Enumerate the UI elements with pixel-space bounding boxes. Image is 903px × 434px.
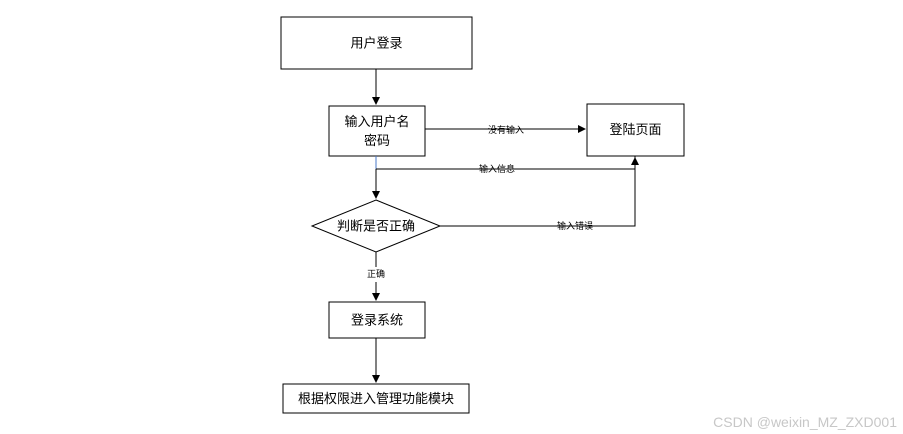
- node-enter-modules: 根据权限进入管理功能模块: [282, 383, 470, 414]
- node-enter-modules-label: 根据权限进入管理功能模块: [298, 391, 454, 407]
- node-input-credentials-line2: 密码: [364, 133, 390, 149]
- node-login-system-label: 登录系统: [351, 314, 403, 329]
- node-decision-label: 判断是否正确: [337, 220, 415, 235]
- node-input-credentials-line1: 输入用户名: [344, 114, 409, 130]
- csdn-watermark: CSDN @weixin_MZ_ZXD001: [713, 414, 897, 430]
- node-decision: 判断是否正确: [310, 199, 442, 253]
- node-login-page-label: 登陆页面: [609, 122, 661, 138]
- node-login-system: 登录系统: [328, 301, 426, 339]
- edge-input-info-label: 输入信息: [479, 163, 515, 175]
- edge-correct-label: 正确: [367, 268, 385, 280]
- node-login-page: 登陆页面: [586, 103, 685, 157]
- node-user-login-label: 用户登录: [350, 36, 402, 52]
- edge-no-input-label: 没有输入: [488, 124, 524, 136]
- edge-input-error-label: 输入错误: [557, 220, 593, 232]
- node-user-login: 用户登录: [280, 16, 473, 70]
- node-input-credentials: 输入用户名 密码: [328, 105, 426, 157]
- edge-input-error: [440, 157, 639, 227]
